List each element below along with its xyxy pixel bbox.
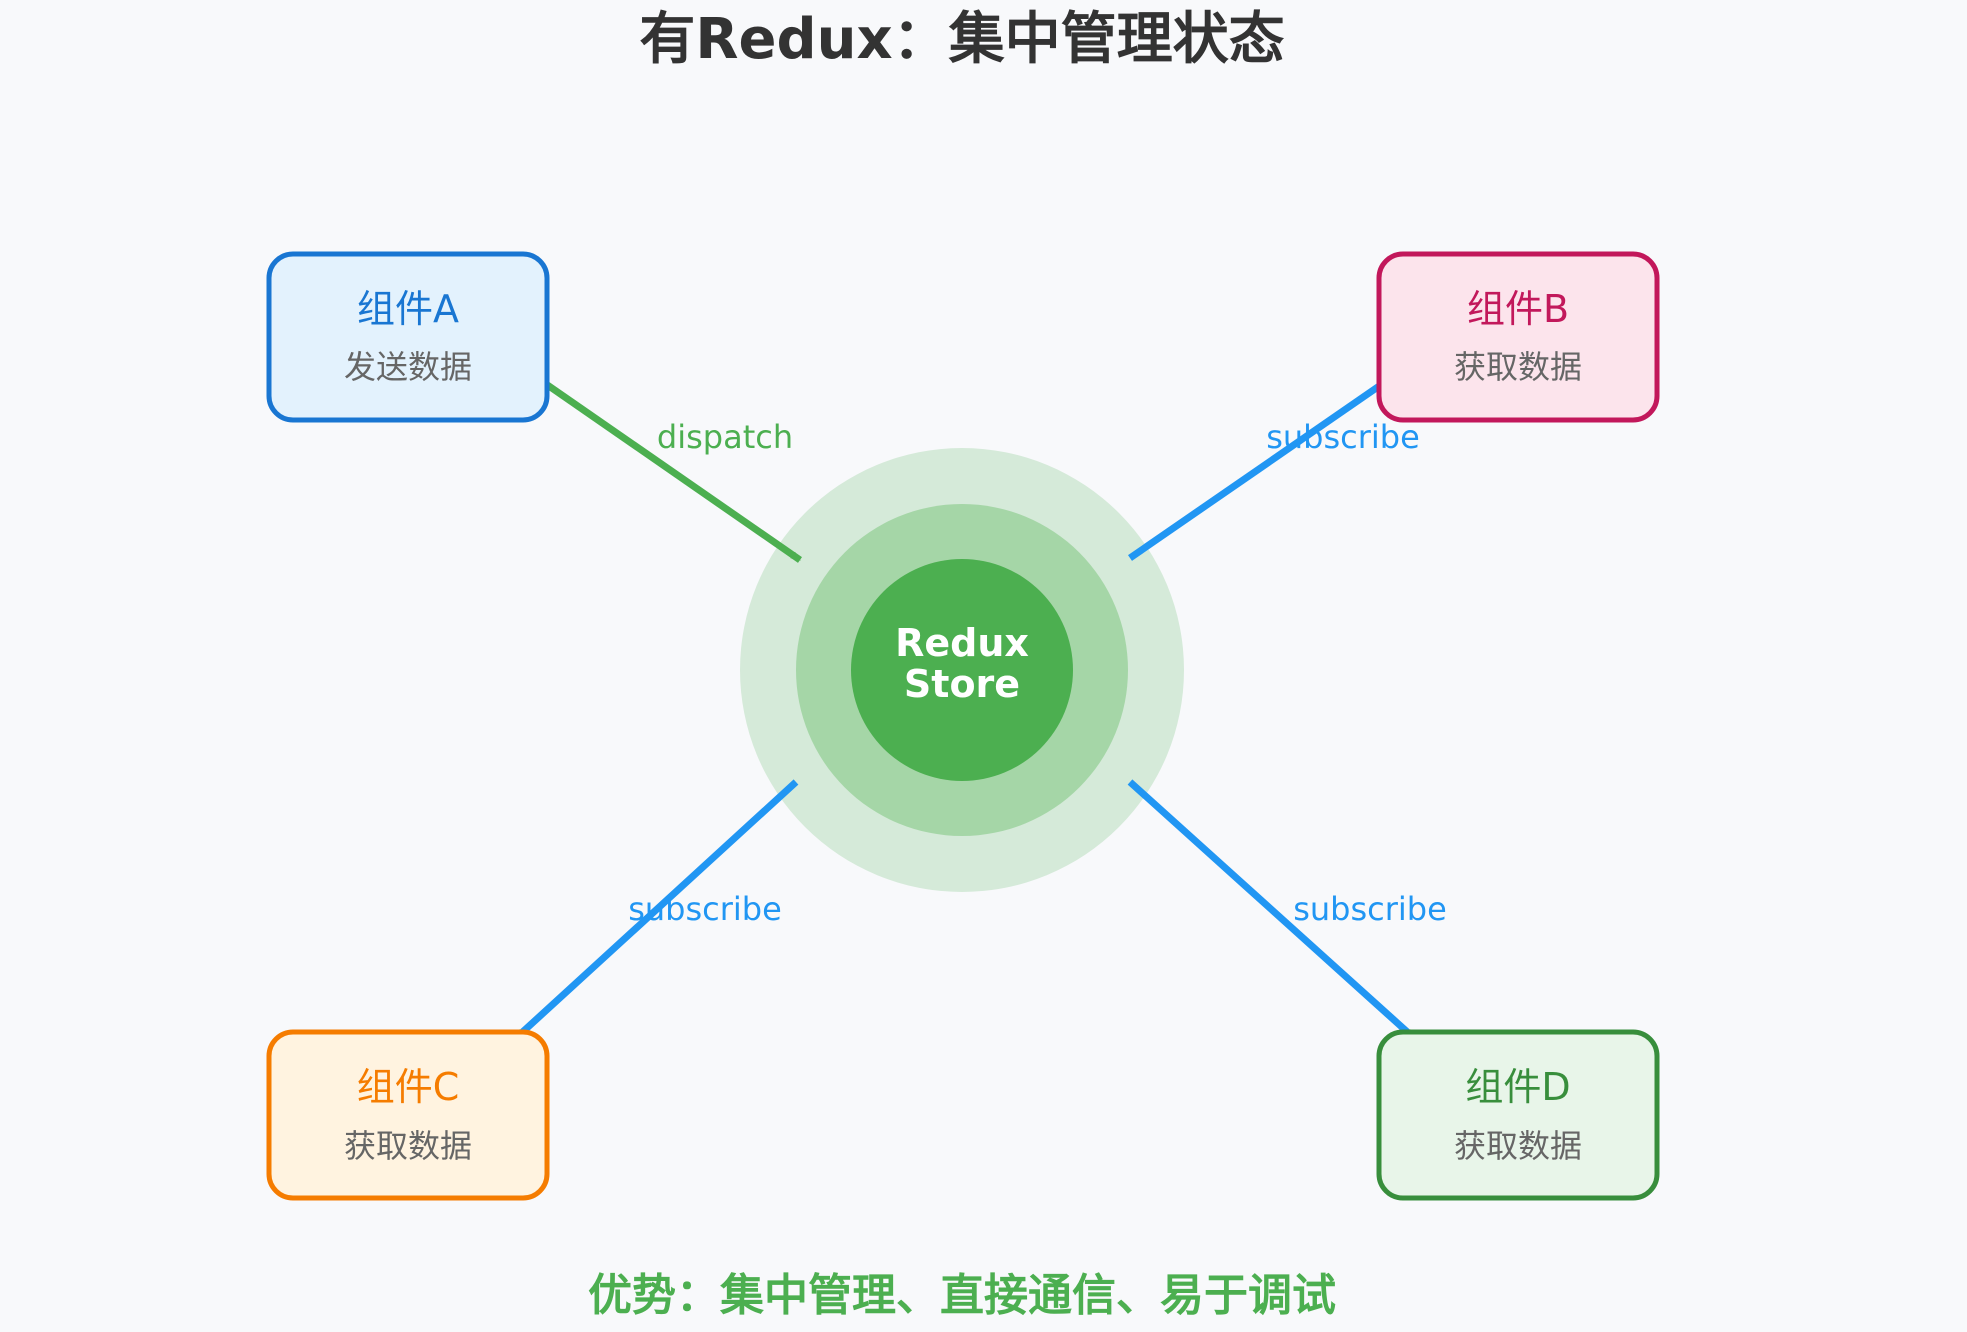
subscribe-arrow-b: [1128, 359, 1416, 561]
node-component-d: 组件D 获取数据: [1376, 1029, 1660, 1201]
node-c-subtitle: 获取数据: [344, 1127, 472, 1165]
node-d-subtitle: 获取数据: [1454, 1127, 1582, 1165]
node-b-title: 组件B: [1467, 287, 1569, 331]
node-c-title: 组件C: [357, 1065, 460, 1109]
node-d-title: 组件D: [1465, 1065, 1570, 1109]
subscribe-arrow-c: [513, 779, 799, 1041]
node-d-box: [1376, 1029, 1660, 1201]
edge-subscribe-b: subscribe: [1128, 359, 1420, 561]
node-b-box: [1376, 251, 1660, 423]
node-component-b: 组件B 获取数据: [1376, 251, 1660, 423]
store-label-line1: Redux: [895, 621, 1029, 665]
edge-subscribe-c: subscribe: [513, 779, 799, 1041]
subscribe-arrow-d: [1127, 779, 1417, 1041]
store-label-line2: Store: [904, 662, 1020, 706]
edge-subscribe-d: subscribe: [1127, 779, 1447, 1041]
subscribe-label-b: subscribe: [1266, 418, 1420, 456]
subscribe-label-c: subscribe: [628, 890, 782, 928]
subscribe-label-d: subscribe: [1293, 890, 1447, 928]
dispatch-label: dispatch: [657, 418, 793, 456]
node-c-box: [266, 1029, 550, 1201]
node-a-subtitle: 发送数据: [344, 348, 472, 386]
store-core: [851, 559, 1073, 781]
node-a-title: 组件A: [357, 287, 459, 331]
node-component-c: 组件C 获取数据: [266, 1029, 550, 1201]
advantages-footer: 优势：集中管理、直接通信、易于调试: [588, 1270, 1336, 1321]
node-b-subtitle: 获取数据: [1454, 348, 1582, 386]
dispatch-arrow: [518, 363, 802, 563]
edge-dispatch-a: dispatch: [518, 363, 802, 563]
node-component-a: 组件A 发送数据: [266, 251, 550, 423]
node-a-box: [266, 251, 550, 423]
diagram-title: 有Redux：集中管理状态: [639, 7, 1284, 72]
redux-store: Redux Store: [740, 448, 1184, 892]
